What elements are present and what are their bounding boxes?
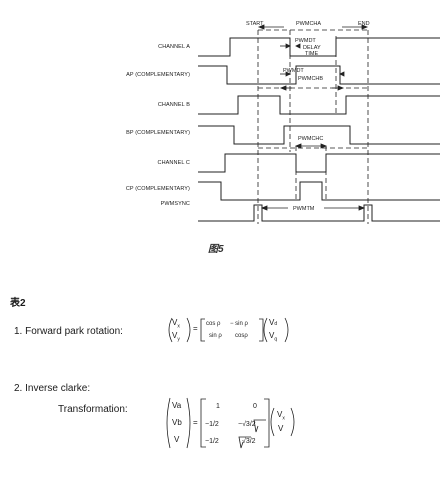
timing-diagram: START PWMCHA END PWMDT DELAY TIME PWMDT …	[125, 21, 440, 255]
eq1-label: 1. Forward park rotation:	[14, 326, 123, 337]
eq1-lhs-bot: Vy	[172, 331, 180, 343]
signal-label-cp: CP (COMPLEMENTARY)	[125, 186, 190, 192]
label-pwmchb: PWMCHB	[298, 76, 323, 82]
eq1-equals: =	[193, 324, 198, 333]
eq2-sublabel: Transformation:	[58, 404, 128, 415]
eq1-rhs-bot: Vq	[269, 331, 278, 343]
eq2-rhs-vx: Vx	[277, 410, 285, 422]
signal-label-ap: AP (COMPLEMENTARY)	[126, 72, 190, 78]
label-time: TIME	[305, 51, 318, 57]
signal-label-pwmsync: PWMSYNC	[160, 201, 190, 207]
signal-label-channel-c: CHANNEL C	[157, 160, 190, 166]
eq1-m21: sin ρ	[209, 333, 222, 339]
timing-waveforms: START PWMCHA END PWMDT DELAY TIME PWMDT …	[198, 21, 440, 224]
eq1-m11: cos ρ	[206, 321, 221, 327]
waveform-bp	[198, 125, 440, 145]
signal-label-channel-b: CHANNEL B	[157, 102, 190, 108]
eq2-m31: −1/2	[205, 438, 219, 445]
eq2-rhs-v: V	[278, 424, 284, 433]
eq2-lhs-v: V	[174, 435, 180, 444]
eq2-lhs-vb: Vb	[172, 418, 182, 427]
signal-label-channel-a: CHANNEL A	[158, 44, 190, 50]
eq2-lhs-va: Va	[172, 401, 182, 410]
figure-caption: 图5	[208, 244, 224, 255]
eq2-m32: √3/2	[242, 438, 256, 445]
eq1-m22: cosρ	[235, 333, 248, 339]
table-title: 表2	[10, 298, 26, 309]
eq1-rhs-top: Vd	[269, 318, 278, 327]
eq2-m21: −1/2	[205, 421, 219, 428]
label-pwmdt-2: PWMDT	[283, 68, 304, 74]
eq2-label: 2. Inverse clarke:	[14, 383, 91, 394]
eq2-m22: −√3/2	[238, 421, 256, 428]
eq2-equals: =	[193, 418, 198, 427]
waveform-pwmsync	[198, 204, 440, 222]
waveform-cp	[198, 181, 440, 201]
label-delay: DELAY	[303, 45, 321, 51]
eq2-m12: 0	[253, 403, 257, 410]
eq1-m12: − sin ρ	[230, 321, 248, 327]
label-pwmcha: PWMCHA	[296, 21, 321, 27]
eq1-lhs-top: Vx	[172, 318, 180, 330]
label-end: END	[358, 21, 370, 27]
waveform-channel-b	[198, 95, 440, 115]
label-start: START	[246, 21, 264, 27]
signal-label-bp: BP (COMPLEMENTARY)	[126, 130, 190, 136]
waveform-ap	[198, 65, 440, 85]
label-pwmchc: PWMCHC	[298, 136, 323, 142]
waveform-channel-c	[198, 153, 440, 173]
label-pwmtm: PWMTM	[293, 206, 315, 212]
eq2-m11: 1	[216, 403, 220, 410]
label-pwmdt-1: PWMDT	[295, 38, 316, 44]
